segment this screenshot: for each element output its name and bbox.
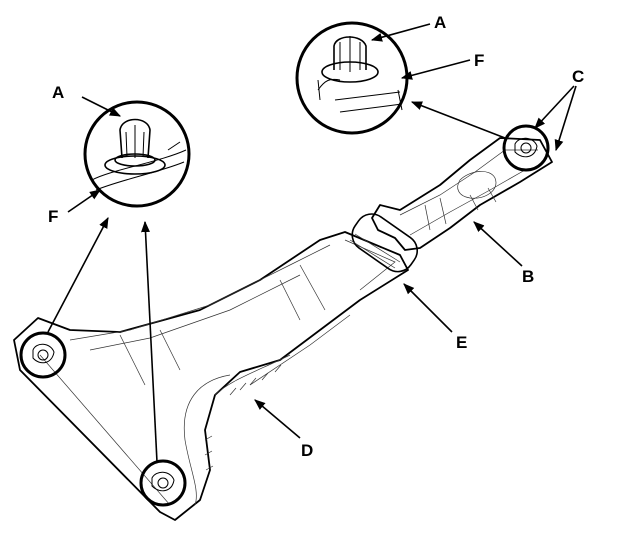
callout-a-right: A <box>434 13 446 32</box>
callout-e: E <box>456 333 467 352</box>
connector-e <box>349 213 419 273</box>
callout-f-left: F <box>48 207 58 226</box>
detail-view-right <box>295 21 409 135</box>
clip-position-right <box>502 124 550 172</box>
trim-panel-d <box>13 231 409 521</box>
callout-b: B <box>522 267 534 286</box>
leader-lines <box>67 23 577 439</box>
arrows <box>47 101 506 463</box>
callout-a-left: A <box>52 83 64 102</box>
clip-position-top-left <box>19 331 67 379</box>
detail-view-left <box>83 100 191 208</box>
clip-position-bottom <box>139 459 187 507</box>
callout-f-right: F <box>474 51 484 70</box>
bracket-b <box>371 137 553 251</box>
callout-c: C <box>572 67 584 86</box>
callout-d: D <box>301 441 313 460</box>
